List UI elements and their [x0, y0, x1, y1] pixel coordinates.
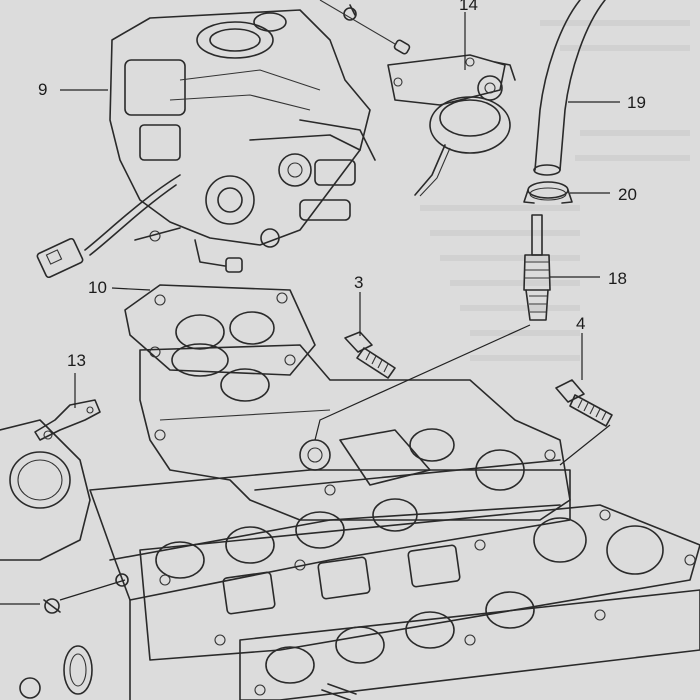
callout-14: 14: [459, 0, 478, 14]
carburettor-gasket: [124, 284, 316, 376]
callout-13: 13: [67, 351, 86, 370]
callout-labels: 9 14 19 20 18 10 3 4 13: [38, 0, 646, 370]
callout-10: 10: [88, 278, 107, 297]
cylinder-head: [89, 469, 571, 700]
bleed-through-text: [420, 20, 690, 361]
carburettor-assembly: [36, 0, 411, 279]
intake-manifold: [139, 343, 571, 521]
stud: [321, 683, 357, 700]
bolt-3: [344, 331, 396, 379]
vacuum-actuator-with-bracket: [387, 54, 516, 197]
callout-20: 20: [618, 185, 637, 204]
bolt-4: [555, 379, 613, 427]
manifold-bracket: [34, 399, 101, 441]
intake-manifold-gasket: [139, 504, 700, 661]
vacuum-hose: [533, 0, 606, 176]
callout-3: 3: [354, 273, 363, 292]
callout-18: 18: [608, 269, 627, 288]
leader-lines: [0, 12, 620, 605]
callout-4: 4: [576, 314, 585, 333]
callout-9: 9: [38, 80, 47, 99]
hose-clamp: [523, 181, 573, 204]
exhaust-flange: [0, 419, 93, 699]
hose-nipple-fitting: [523, 214, 551, 321]
exhaust-manifold-gasket: [239, 589, 700, 700]
callout-19: 19: [627, 93, 646, 112]
